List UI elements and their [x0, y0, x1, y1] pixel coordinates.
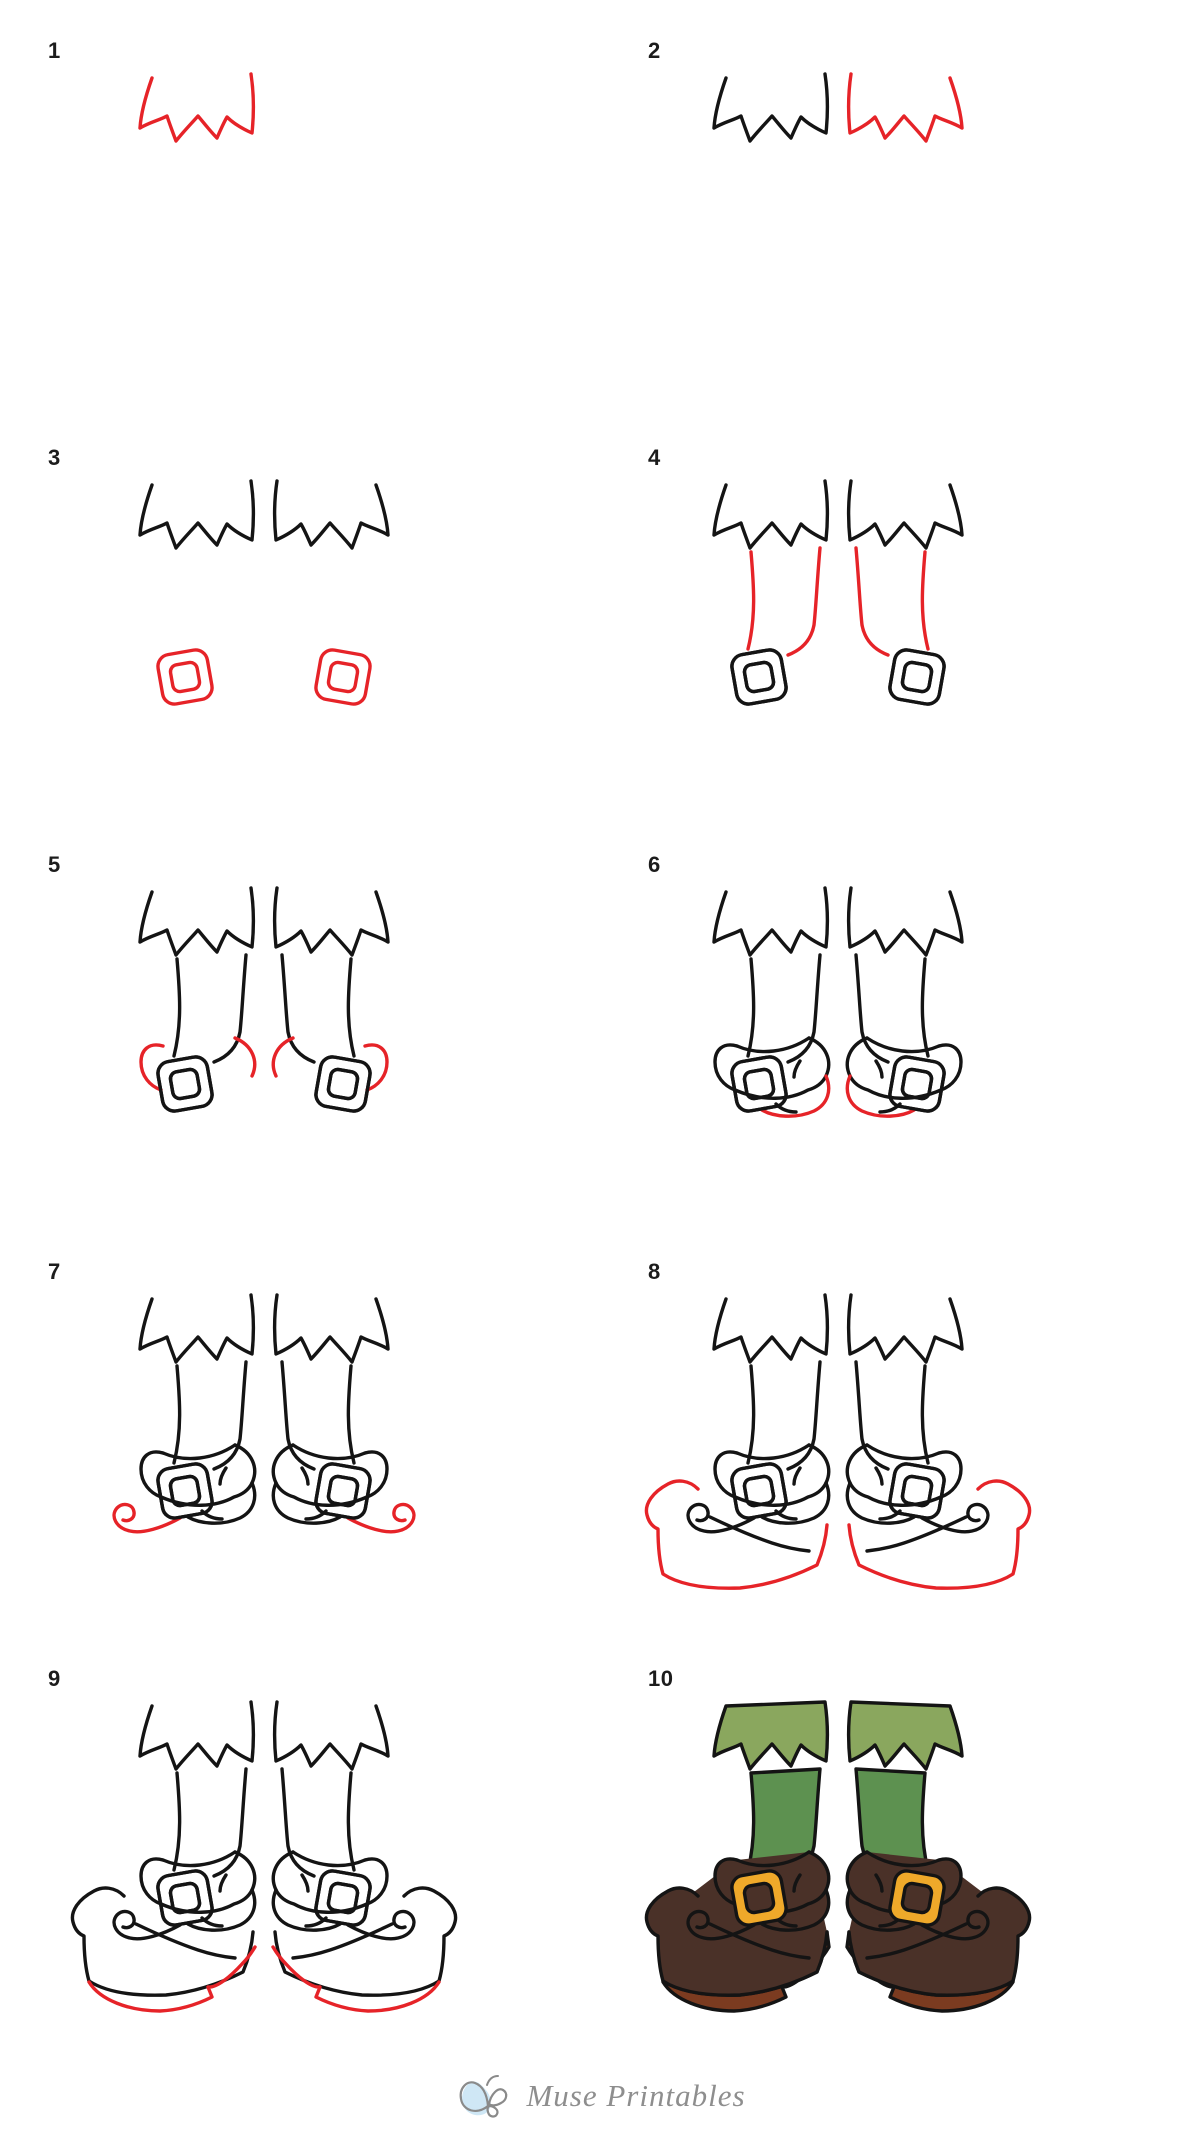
step-6-drawing: [712, 886, 964, 1118]
tutorial-step-cell-8: 8: [600, 1221, 1200, 1628]
butterfly-antenna: [486, 2074, 500, 2086]
step-3-drawing: [138, 479, 390, 706]
steps-grid: 1 2 3 4 5 6 7 8 9 10: [0, 0, 1200, 2035]
tutorial-step-cell-4: 4: [600, 407, 1200, 814]
step-number-label: 2: [648, 38, 661, 63]
tutorial-step-cell-3: 3: [0, 407, 600, 814]
tutorial-step-cell-6: 6: [600, 814, 1200, 1221]
step-number-label: 1: [48, 38, 61, 63]
tutorial-step-cell-5: 5: [0, 814, 600, 1221]
step-9-drawing: [70, 1700, 458, 2013]
butterfly-wing-right-top-outline: [488, 2087, 508, 2106]
step-10-drawing: [644, 1700, 1032, 2013]
tutorial-step-cell-2: 2: [600, 0, 1200, 407]
step-number-label: 4: [648, 445, 661, 470]
butterfly-wing-left-outline: [460, 2080, 490, 2112]
tutorial-step-cell-9: 9: [0, 1628, 600, 2035]
step-number-label: 7: [48, 1259, 61, 1284]
step-number-label: 6: [648, 852, 661, 877]
footer: Muse Printables: [0, 2035, 1200, 2156]
step-1-drawing: [138, 72, 256, 143]
step-number-label: 3: [48, 445, 61, 470]
tutorial-step-cell-10: 10: [600, 1628, 1200, 2035]
brand-name: Muse Printables: [526, 2077, 746, 2113]
step-number-label: 10: [648, 1666, 674, 1691]
step-number-label: 9: [48, 1666, 61, 1691]
tutorial-step-cell-7: 7: [0, 1221, 600, 1628]
step-8-drawing: [644, 1293, 1032, 1590]
butterfly-wing-right-bottom-outline: [486, 2104, 499, 2118]
step-4-drawing: [712, 479, 964, 706]
step-2-drawing: [712, 72, 964, 143]
step-number-label: 5: [48, 852, 61, 877]
step-7-drawing: [112, 1293, 416, 1534]
step-5-drawing: [138, 886, 390, 1113]
butterfly-icon: [460, 2074, 508, 2118]
step-number-label: 8: [648, 1259, 661, 1284]
tutorial-step-cell-1: 1: [0, 0, 600, 407]
